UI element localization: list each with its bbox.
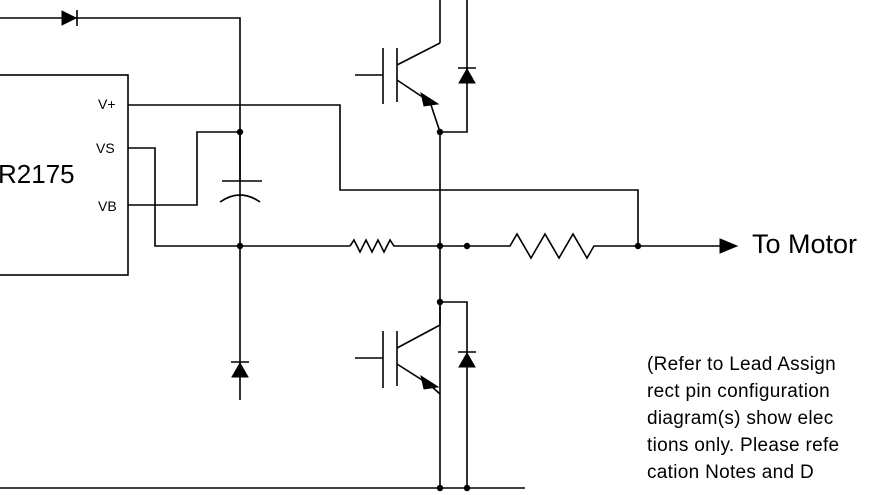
top-supply-wire	[0, 17, 241, 400]
junction-dots	[236, 128, 642, 492]
high-side-igbt	[355, 0, 468, 133]
pin-label-vs: VS	[96, 140, 115, 156]
pin-label-vplus: V+	[98, 96, 116, 112]
output-label: To Motor	[752, 229, 857, 259]
high-side-diode	[458, 67, 476, 84]
lower-diode	[231, 361, 249, 378]
vs-wire	[128, 147, 350, 247]
vplus-wire	[128, 104, 639, 246]
ic-body	[0, 74, 129, 276]
note-line: tions only. Please refe	[647, 435, 840, 456]
note-line: (Refer to Lead Assign	[647, 354, 837, 375]
note-line: cation Notes and D	[647, 462, 814, 483]
sense-resistor	[440, 232, 722, 260]
note-line: diagram(s) show elec	[647, 408, 834, 429]
low-side-diode	[458, 351, 476, 368]
vb-wire	[128, 131, 240, 206]
note-line: rect pin configuration	[647, 381, 830, 402]
ic-name: R2175	[0, 159, 75, 189]
reference-note: (Refer to Lead Assign rect pin configura…	[647, 351, 880, 486]
output-arrow	[719, 238, 739, 254]
gate-resistor	[349, 238, 440, 254]
bootstrap-diode	[61, 10, 78, 26]
bootstrap-capacitor	[219, 132, 262, 203]
pin-label-vb: VB	[98, 198, 117, 214]
low-side-igbt	[355, 301, 468, 488]
